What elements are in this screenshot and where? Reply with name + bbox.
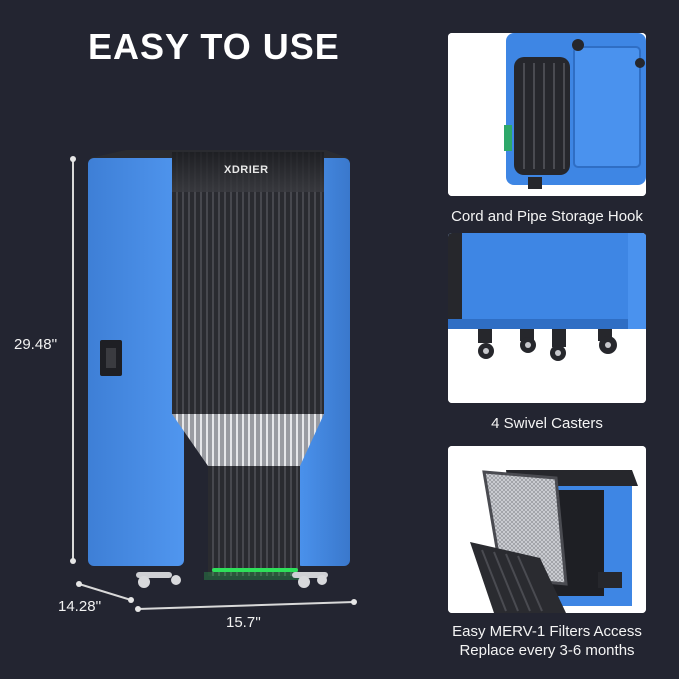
filter-caption-line2: Replace every 3-6 months bbox=[459, 642, 635, 659]
headline: EASY TO USE bbox=[88, 26, 340, 67]
casters-caption: 4 Swivel Casters bbox=[491, 415, 603, 432]
cord-hook-photo bbox=[448, 33, 646, 196]
cord-hook-caption: Cord and Pipe Storage Hook bbox=[451, 208, 643, 225]
filter-access-photo bbox=[448, 446, 646, 613]
dehumidifier-product-image: XDRIER bbox=[86, 148, 352, 588]
brand-logo: XDRIER bbox=[224, 164, 269, 176]
casters-photo bbox=[448, 233, 646, 403]
width-label: 15.7'' bbox=[226, 614, 261, 631]
depth-label: 14.28'' bbox=[58, 598, 102, 615]
height-label: 29.48'' bbox=[14, 336, 58, 353]
filter-caption-line1: Easy MERV-1 Filters Access bbox=[452, 623, 642, 640]
